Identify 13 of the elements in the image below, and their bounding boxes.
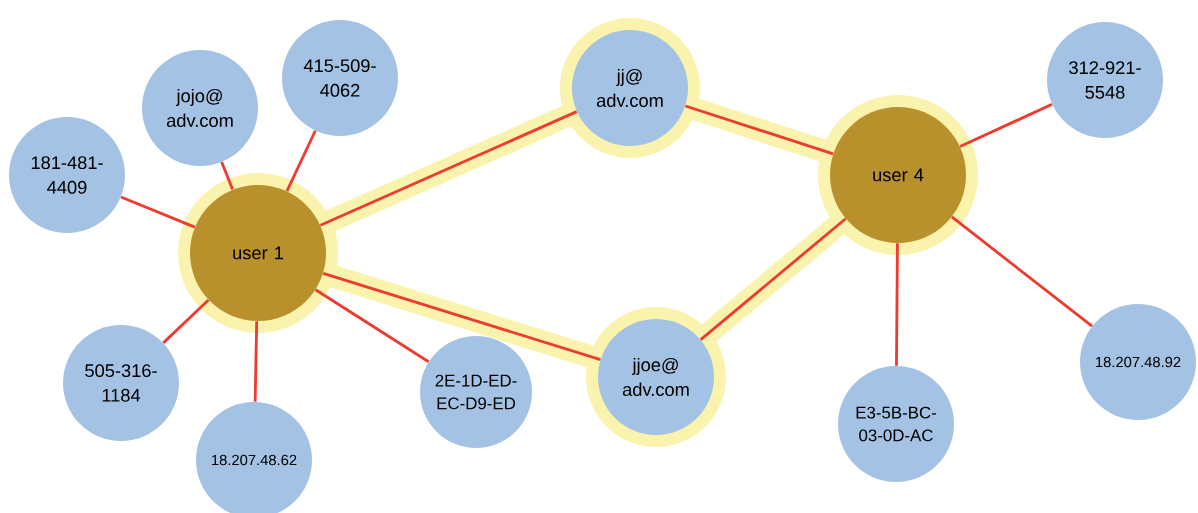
connector-line (959, 103, 1053, 148)
connector-line (685, 104, 834, 156)
connector-line (699, 217, 847, 341)
connector-line (285, 130, 317, 192)
connector-line (319, 110, 578, 227)
connector-line (314, 288, 430, 363)
connector-line (220, 161, 234, 191)
connector-line (253, 321, 259, 402)
connector-line (322, 271, 601, 361)
connector-line (951, 215, 1093, 328)
connector-line (162, 298, 210, 344)
connector-line (895, 243, 899, 366)
connector-line (120, 195, 196, 229)
